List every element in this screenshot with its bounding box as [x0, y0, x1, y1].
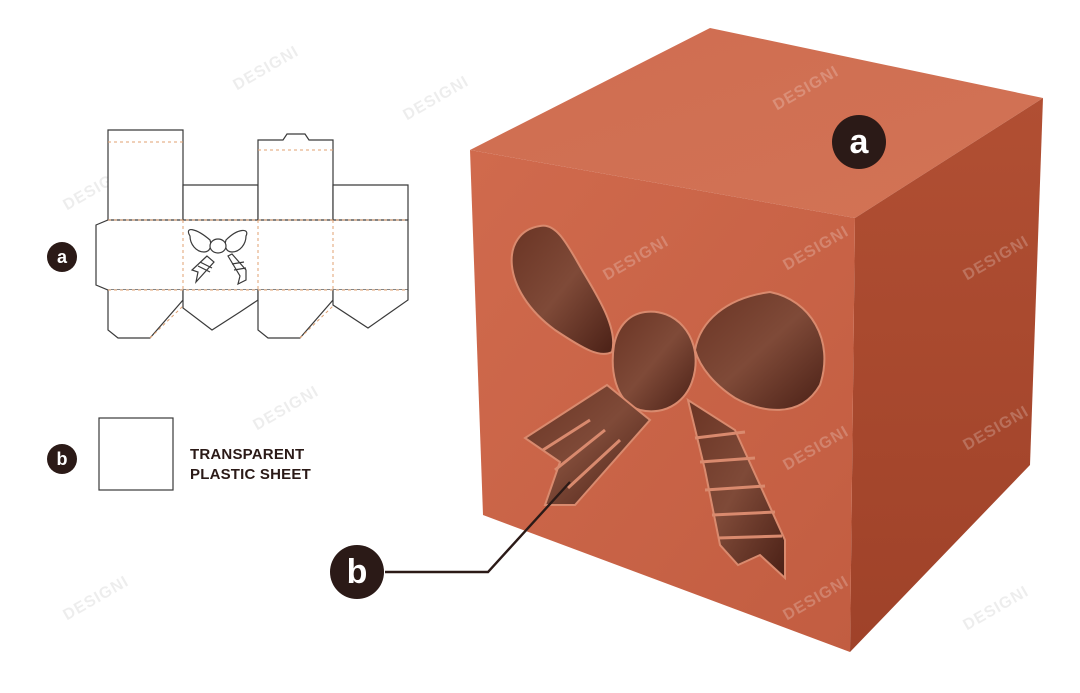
bow-left-loop [510, 224, 615, 355]
bow-knot [611, 310, 697, 413]
box-3d [470, 28, 1043, 652]
dieline-top-flap-2 [182, 184, 259, 220]
dieline-bow-cutout [187, 229, 248, 286]
dieline-top-flap-4 [332, 184, 409, 220]
dieline-body-panels [95, 219, 409, 291]
leader-line-b [385, 481, 571, 574]
label-b-window: b [330, 545, 384, 599]
sheet-label-line1: TRANSPARENT [190, 446, 305, 463]
dieline-fold-lines [108, 141, 408, 339]
dieline-bottom-flap-3 [257, 290, 334, 339]
label-a-box: a [832, 115, 886, 169]
bow-right-loop [693, 290, 826, 411]
dieline-bottom-flap-4 [332, 290, 409, 329]
sheet-label-line2: PLASTIC SHEET [190, 466, 311, 483]
box-top-face [470, 28, 1043, 218]
label-a-dieline: a [47, 242, 77, 272]
dieline-top-flap-1 [107, 129, 184, 220]
label-b-sheet: b [47, 444, 77, 474]
ribbon-stripes [542, 418, 783, 540]
transparent-sheet-label: TRANSPARENT PLASTIC SHEET [190, 445, 311, 485]
transparent-sheet-square [98, 417, 174, 491]
dieline-bottom-flap-2 [182, 290, 259, 331]
dieline-bottom-flap-1 [107, 290, 184, 339]
dieline-top-flap-3 [257, 133, 334, 220]
box-dieline [95, 129, 409, 339]
box-side-face [850, 98, 1043, 652]
